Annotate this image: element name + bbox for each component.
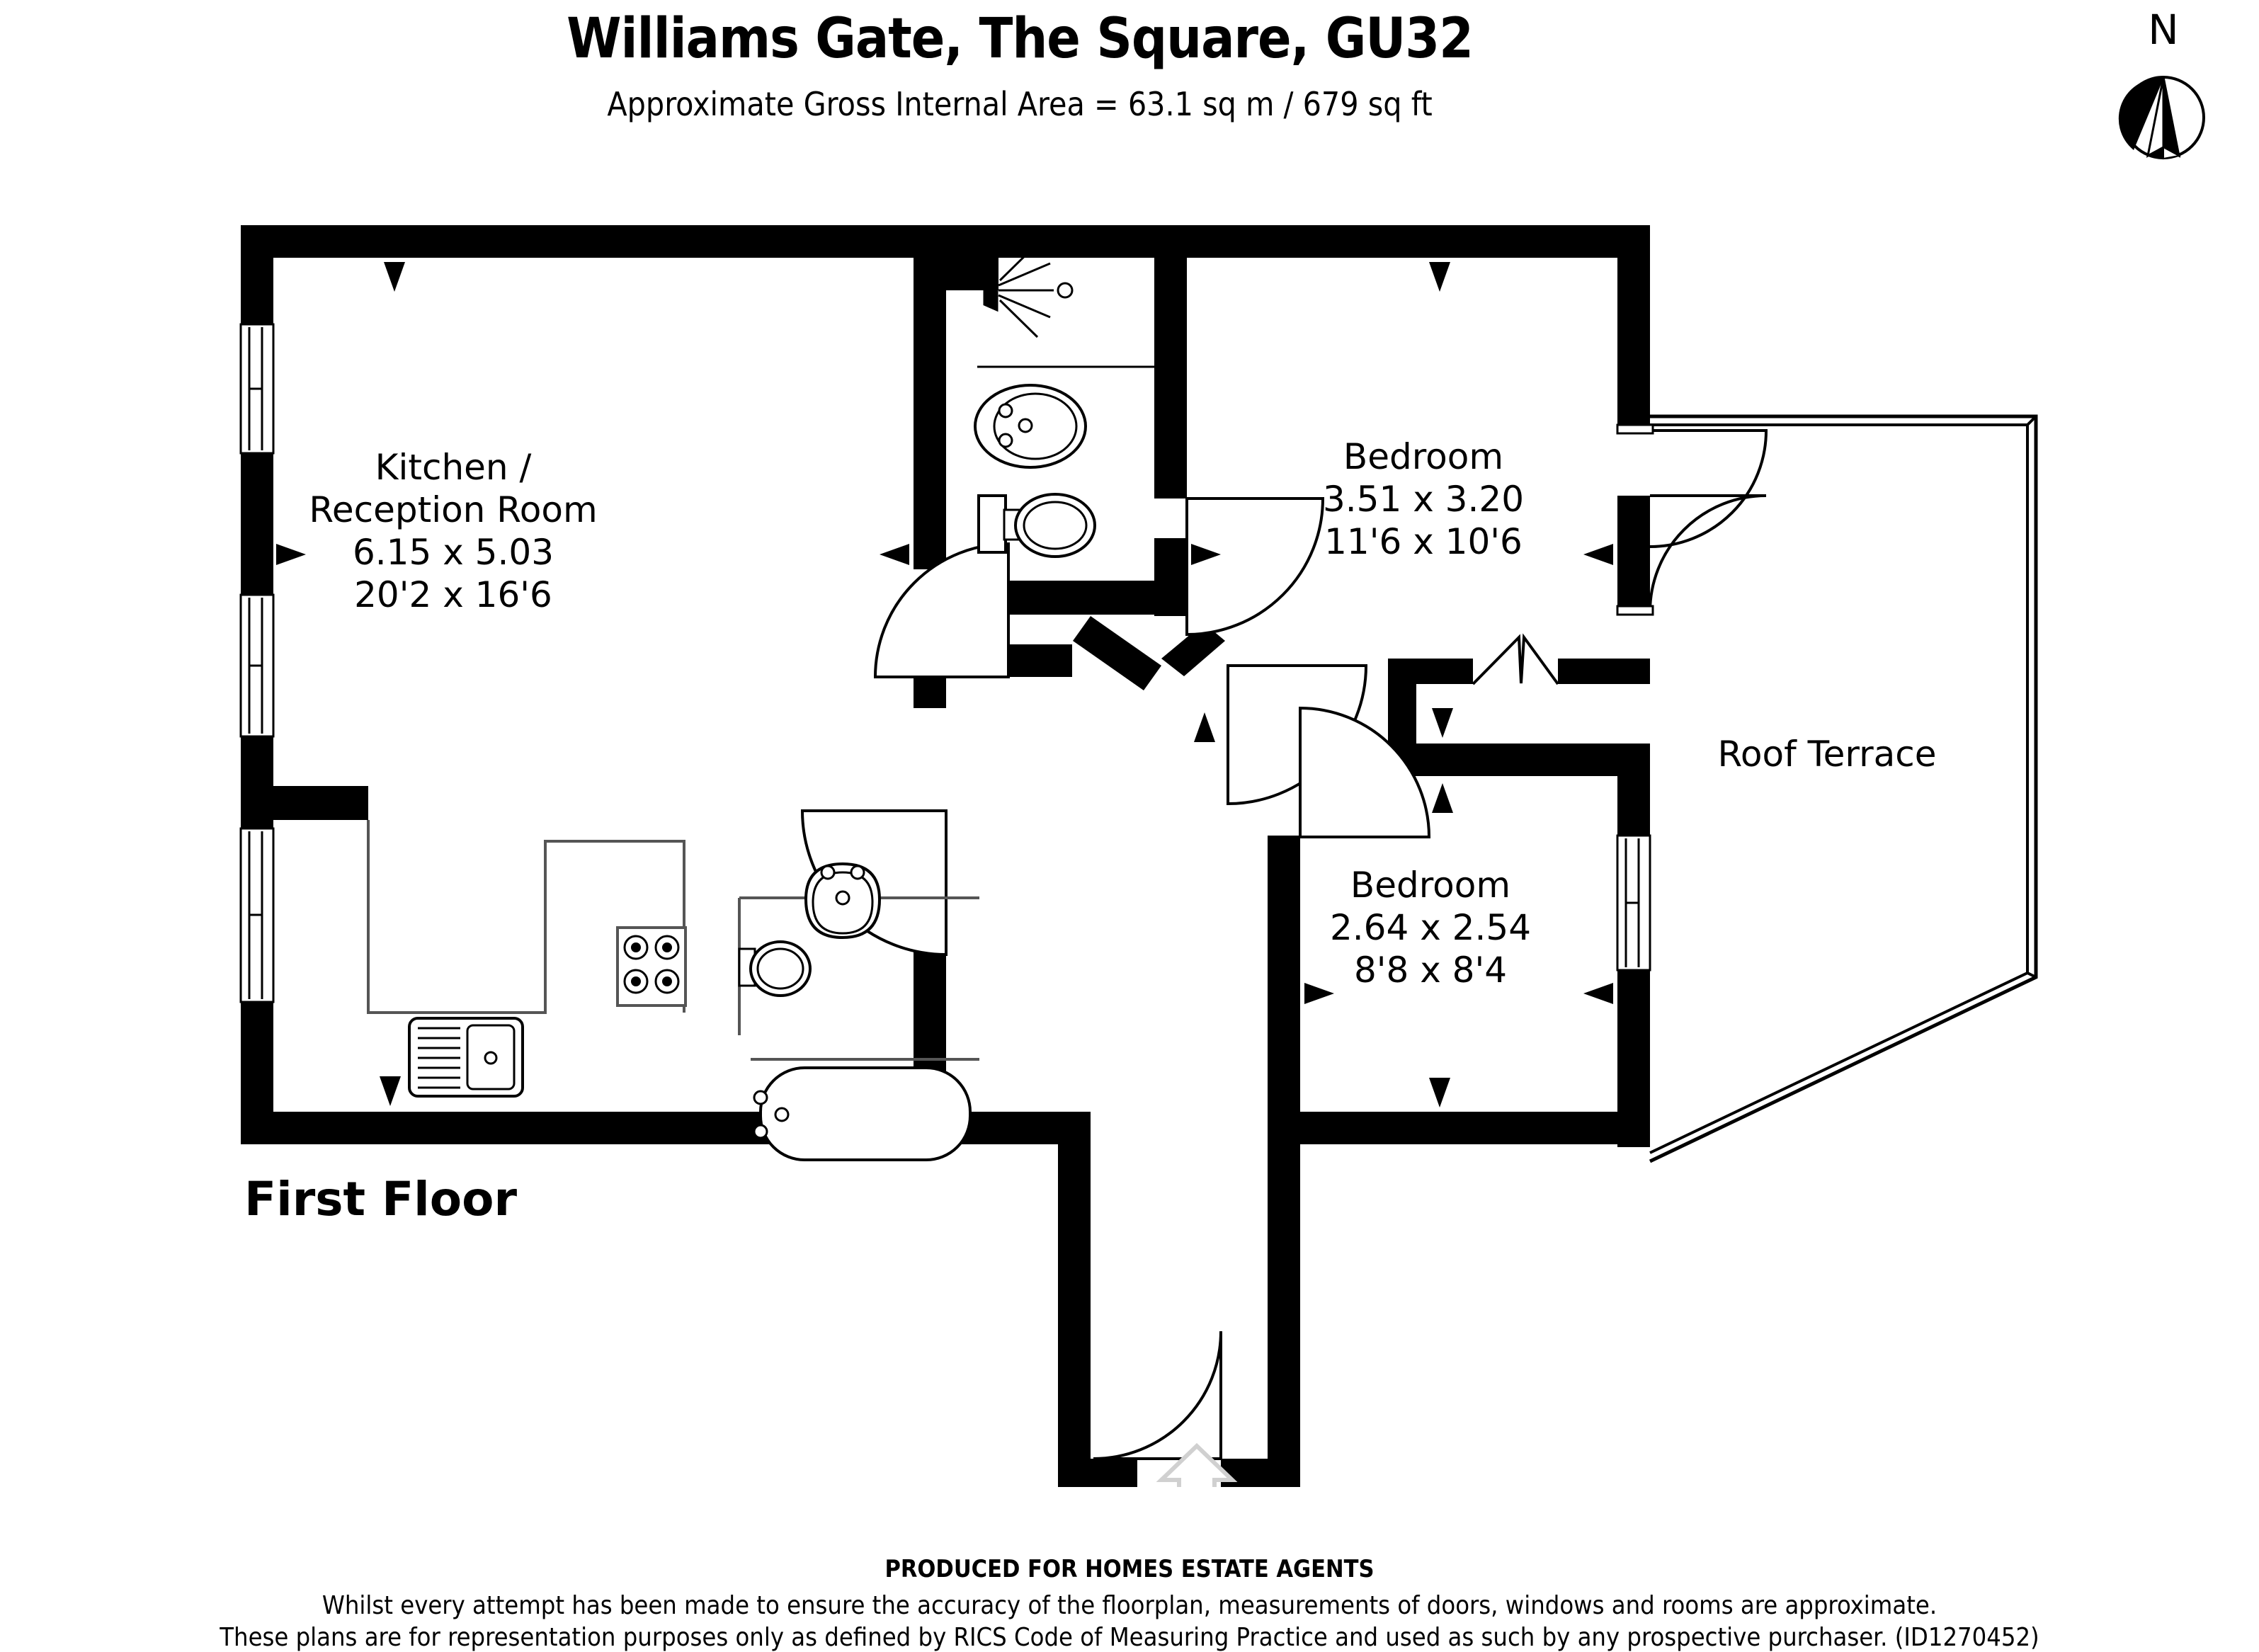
bedroom2-name: Bedroom <box>1350 865 1511 906</box>
roof-terrace-name: Roof Terrace <box>1717 734 1937 775</box>
footer-producer: PRODUCED FOR HOMES ESTATE AGENTS <box>884 1555 1375 1583</box>
bedroom2-imperial: 8'8 x 8'4 <box>1353 950 1508 991</box>
compass-rose: N <box>2093 6 2234 176</box>
window-left-1 <box>239 323 275 455</box>
kitchen-imperial: 20'2 x 16'6 <box>354 574 552 615</box>
kitchen-name-line2: Reception Room <box>309 489 598 530</box>
bedroom2-metric: 2.64 x 2.54 <box>1329 907 1532 948</box>
kitchen-counter-outline <box>367 820 685 1014</box>
windows <box>239 323 1651 1003</box>
kitchen-name-line1: Kitchen / <box>375 447 532 488</box>
door-bedroom2 <box>1299 706 1431 838</box>
page-title: Williams Gate, The Square, GU32 <box>567 7 1474 71</box>
door-ensuite <box>1185 497 1325 637</box>
compass-north-label: N <box>2148 6 2179 54</box>
kitchen-hob-icon <box>616 926 687 1007</box>
ensuite-wc-icon <box>977 493 1096 558</box>
bedroom1-metric: 3.51 x 3.20 <box>1322 479 1525 520</box>
room-label-bedroom-2: Bedroom 2.64 x 2.54 8'8 x 8'4 <box>1289 864 1572 991</box>
room-label-roof-terrace: Roof Terrace <box>1671 733 1983 775</box>
door-terrace <box>1616 423 1768 616</box>
page-subtitle: Approximate Gross Internal Area = 63.1 s… <box>607 85 1433 123</box>
bathroom-wc-icon <box>738 940 812 997</box>
shower-head-icon <box>977 242 1154 368</box>
door-reception <box>873 542 1010 678</box>
door-cupboard <box>1472 633 1559 685</box>
window-bedroom2-right <box>1616 834 1651 972</box>
roof-terrace-outline <box>1649 414 2038 1163</box>
bedroom1-imperial: 11'6 x 10'6 <box>1324 521 1523 562</box>
footer-disclaimer-line-2: These plans are for representation purpo… <box>220 1623 2039 1652</box>
kitchen-metric: 6.15 x 5.03 <box>352 532 554 573</box>
bedroom1-name: Bedroom <box>1343 436 1504 477</box>
bathtub-icon <box>753 1066 972 1161</box>
bathroom-basin-icon <box>804 862 882 940</box>
room-label-bedroom-1: Bedroom 3.51 x 3.20 11'6 x 10'6 <box>1268 435 1579 563</box>
kitchen-sink-icon <box>408 1017 524 1098</box>
floorplan-drawing <box>239 225 2038 1487</box>
room-label-kitchen-reception: Kitchen / Reception Room 6.15 x 5.03 20'… <box>241 446 666 616</box>
door-entrance <box>1093 1331 1222 1460</box>
floor-level-label: First Floor <box>244 1172 518 1226</box>
fixtures <box>367 242 1154 1161</box>
ensuite-basin-icon <box>974 384 1087 469</box>
entrance-direction-arrow <box>1156 1442 1238 1487</box>
window-left-3 <box>239 827 275 1003</box>
window-left-2 <box>239 593 275 738</box>
compass-north-icon <box>2118 76 2205 160</box>
dimension-arrows <box>276 262 1613 1107</box>
footer-disclaimer-line-1: Whilst every attempt has been made to en… <box>322 1591 1937 1620</box>
